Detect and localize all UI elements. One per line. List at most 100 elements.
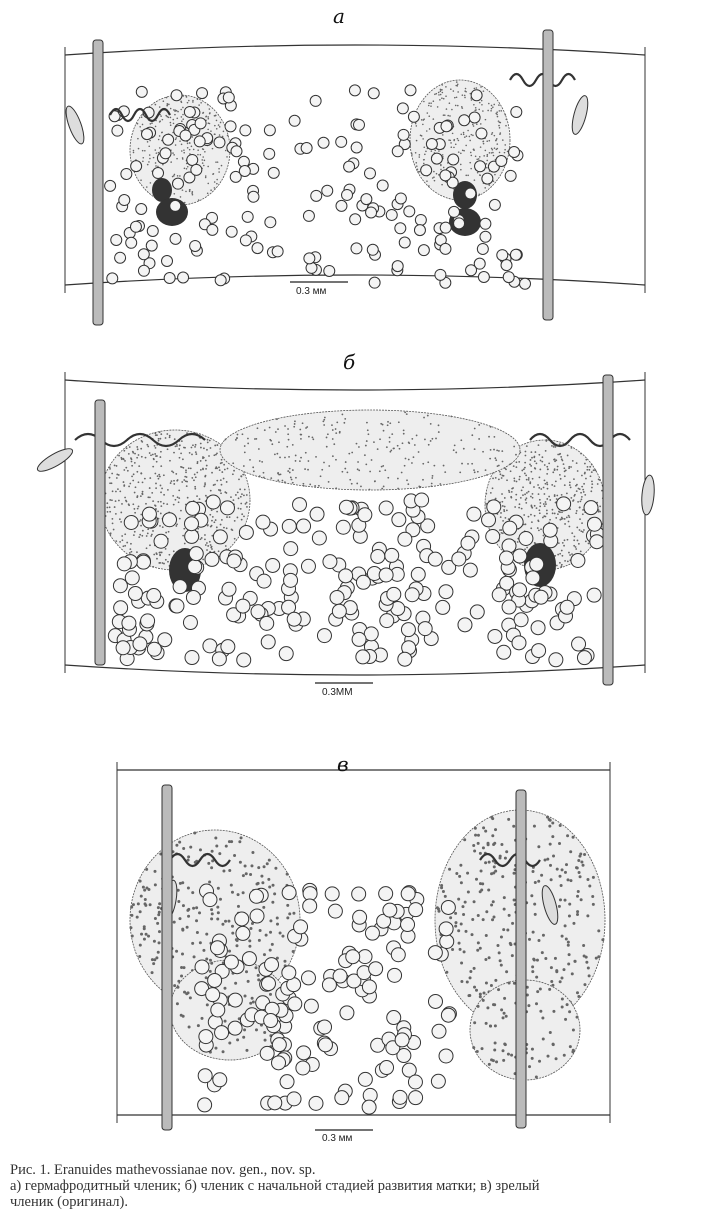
stipple-dot (533, 460, 536, 463)
stipple-dot (121, 539, 124, 542)
stipple-dot (157, 477, 160, 480)
egg-capsule (120, 167, 133, 180)
stipple-dot (117, 488, 119, 491)
stipple-dot (312, 438, 315, 441)
stipple-dot (417, 170, 419, 173)
stipple-dot (204, 976, 208, 980)
stipple-dot (147, 528, 150, 531)
stipple-dot (433, 170, 435, 173)
stipple-dot (525, 478, 528, 481)
stipple-dot (554, 446, 557, 448)
stipple-dot (541, 456, 544, 459)
stipple-dot (445, 95, 447, 97)
egg-capsule (171, 177, 184, 190)
egg-capsule (141, 506, 157, 522)
stipple-dot (214, 124, 216, 127)
stipple-dot (152, 500, 155, 502)
egg-capsule (263, 1013, 279, 1029)
egg-capsule (235, 925, 251, 941)
stipple-dot (558, 874, 562, 878)
stipple-dot (429, 440, 432, 442)
egg-capsule (169, 199, 182, 212)
stipple-dot (108, 506, 111, 509)
stipple-dot (479, 123, 482, 125)
stipple-dot (445, 86, 447, 88)
stipple-dot (418, 154, 421, 156)
stipple-dot (599, 505, 602, 508)
stipple-dot (218, 167, 220, 170)
stipple-dot (596, 483, 599, 485)
stipple-dot (486, 140, 489, 142)
stipple-dot (533, 880, 537, 884)
stipple-dot (242, 465, 245, 467)
stipple-dot (170, 161, 172, 163)
stipple-dot (500, 529, 503, 531)
stipple-dot (227, 840, 231, 844)
stipple-dot (591, 902, 595, 906)
stipple-dot (186, 142, 189, 145)
stipple-dot (191, 192, 193, 194)
stipple-dot (304, 451, 307, 454)
stipple-dot (346, 471, 349, 474)
stipple-dot (414, 152, 417, 154)
stipple-dot (582, 488, 585, 491)
stipple-dot (169, 116, 172, 119)
stipple-dot (430, 482, 433, 485)
stipple-dot (435, 906, 439, 910)
stipple-dot (123, 484, 126, 487)
stipple-dot (495, 1060, 499, 1064)
egg-capsule (335, 135, 348, 148)
stipple-dot (454, 96, 456, 99)
stipple-dot (194, 443, 197, 446)
egg-capsule (327, 903, 343, 919)
stipple-dot (180, 952, 184, 956)
stipple-dot (236, 516, 239, 519)
stipple-dot (271, 900, 275, 904)
egg-capsule (251, 242, 264, 255)
stipple-dot (185, 167, 188, 170)
stipple-dot (251, 1000, 255, 1004)
egg-capsule (439, 221, 452, 234)
stipple-dot (498, 104, 500, 106)
stipple-dot (387, 476, 390, 479)
stipple-dot (139, 519, 142, 521)
stipple-dot (183, 446, 185, 449)
stipple-dot (492, 477, 494, 480)
egg-capsule (106, 272, 119, 285)
stipple-dot (545, 439, 548, 441)
stipple-dot (198, 911, 202, 915)
stipple-dot (169, 459, 171, 462)
stipple-dot (252, 466, 255, 469)
stipple-dot (568, 481, 571, 484)
stipple-dot (537, 493, 540, 496)
stipple-dot (597, 929, 601, 933)
stipple-dot (364, 444, 367, 447)
stipple-dot (163, 562, 165, 565)
stipple-dot (251, 850, 255, 854)
egg-capsule (394, 222, 407, 235)
stipple-dot (193, 473, 196, 476)
stipple-dot (216, 178, 218, 181)
stipple-dot (123, 449, 126, 452)
stipple-dot (228, 949, 232, 953)
stipple-dot (143, 477, 146, 480)
stipple-dot (474, 155, 477, 158)
stipple-dot (423, 118, 425, 120)
stipple-dot (531, 477, 534, 480)
stipple-dot (457, 941, 461, 945)
egg-capsule (271, 1037, 287, 1053)
stipple-dot (185, 471, 187, 474)
egg-capsule (440, 1007, 456, 1023)
stipple-dot (188, 451, 191, 454)
stipple-dot (479, 146, 482, 148)
stipple-dot (459, 922, 463, 926)
stipple-dot (559, 883, 563, 887)
stipple-dot (206, 441, 209, 444)
stipple-dot (210, 866, 214, 870)
stipple-dot (571, 532, 574, 535)
stipple-dot (268, 426, 271, 429)
stipple-dot (537, 519, 540, 522)
stipple-dot (456, 104, 459, 107)
stipple-dot (118, 454, 120, 457)
stipple-dot (503, 151, 506, 154)
